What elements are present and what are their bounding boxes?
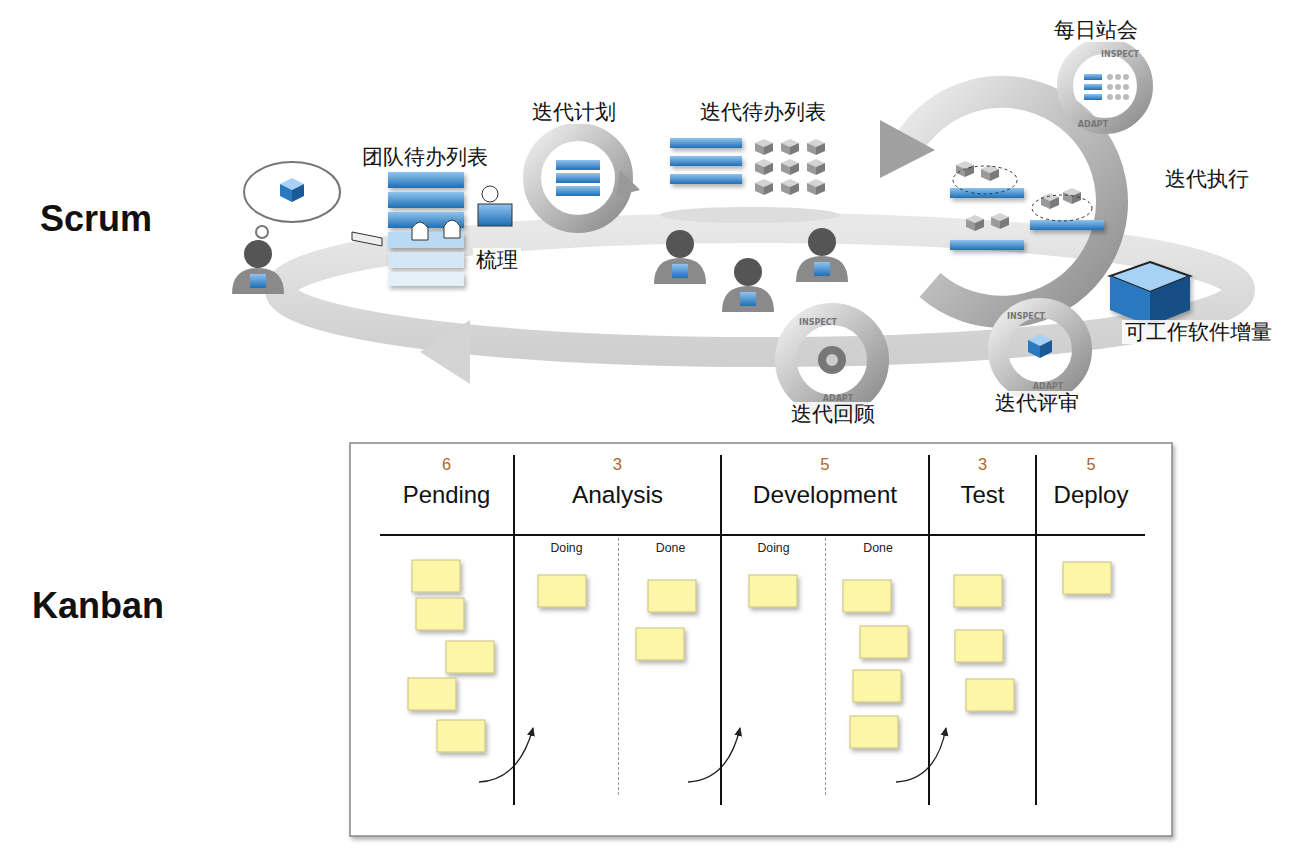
- kanban-column: 3Test: [928, 455, 1035, 805]
- sub-column: Doing: [515, 538, 618, 795]
- sub-heading: Doing: [515, 541, 618, 555]
- kanban-column: 3AnalysisDoingDone: [513, 455, 720, 805]
- step-label: 可工作软件增量: [1122, 320, 1275, 344]
- step-label: 迭代执行: [1162, 167, 1252, 191]
- ring-caption: INSPECT: [1101, 50, 1139, 59]
- section-title: Scrum: [40, 198, 152, 239]
- wip-limit: 5: [1037, 455, 1145, 481]
- column-heading: Test: [930, 481, 1035, 509]
- ring-caption: INSPECT: [799, 318, 837, 327]
- sub-column: Doing: [722, 538, 825, 795]
- step-label: 迭代评审: [992, 391, 1082, 415]
- wip-limit: 5: [722, 455, 928, 481]
- step-label: 迭代待办列表: [697, 100, 829, 124]
- flow-arrow: [479, 728, 533, 782]
- step-label: 梳理: [473, 248, 521, 272]
- sub-column: Done: [825, 538, 930, 795]
- step-label: 团队待办列表: [359, 145, 491, 169]
- sub-heading: Done: [826, 541, 930, 555]
- sub-heading: Doing: [722, 541, 825, 555]
- column-heading: Deploy: [1037, 481, 1145, 509]
- kanban-column: 5Deploy: [1035, 455, 1145, 805]
- ring-caption: ADAPT: [1033, 382, 1063, 391]
- flow-arrow: [896, 728, 946, 782]
- wip-limit: 3: [515, 455, 720, 481]
- flow-arrow: [688, 728, 740, 782]
- step-label: 迭代回顾: [788, 402, 878, 426]
- step-label: 每日站会: [1051, 18, 1141, 42]
- wip-limit: 6: [380, 455, 513, 481]
- ring-caption: ADAPT: [1078, 120, 1108, 129]
- column-heading: Analysis: [515, 481, 720, 509]
- column-heading: Pending: [380, 481, 513, 509]
- sub-heading: Done: [619, 541, 722, 555]
- kanban-column: 5DevelopmentDoingDone: [720, 455, 928, 805]
- wip-limit: 3: [930, 455, 1035, 481]
- kanban-column: 6Pending: [380, 455, 513, 805]
- sub-column: Done: [618, 538, 722, 795]
- step-label: 迭代计划: [529, 100, 619, 124]
- column-heading: Development: [722, 481, 928, 509]
- section-title: Kanban: [32, 585, 164, 626]
- ring-caption: INSPECT: [1007, 312, 1045, 321]
